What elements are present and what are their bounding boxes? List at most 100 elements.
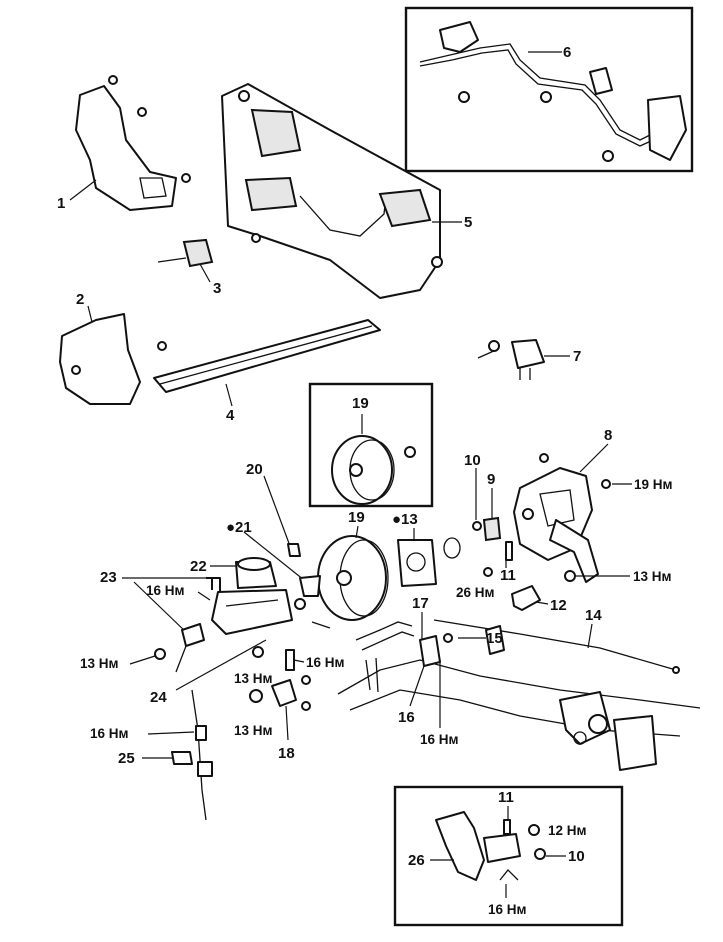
duct-outlet	[139, 177, 167, 199]
screw-icon	[181, 173, 191, 183]
nut-icon	[564, 570, 576, 582]
leader-23	[122, 577, 210, 635]
switch-body	[511, 339, 545, 369]
leader-t13-left	[129, 655, 156, 665]
bolt-icon	[540, 91, 552, 103]
leader-2	[87, 305, 93, 323]
rod-fitting	[195, 725, 207, 741]
hose-fitting	[499, 869, 519, 881]
leader-3	[199, 263, 211, 283]
booster-port	[349, 463, 363, 477]
booster-gasket	[397, 539, 437, 587]
leader-19-main	[355, 525, 359, 539]
inset-frame-bottom	[393, 785, 624, 927]
callout-15: 15	[486, 630, 503, 647]
callout-24: 24	[150, 689, 167, 706]
bolt-icon	[458, 91, 470, 103]
inset-frame-booster	[308, 382, 434, 508]
bracket-web	[539, 489, 575, 527]
cover-body	[59, 313, 141, 405]
callout-14: 14	[585, 607, 602, 624]
callout-22: 22	[190, 558, 207, 575]
nut-icon	[154, 648, 166, 660]
part-24-pushrod-end	[181, 623, 205, 647]
part-21-gasket	[299, 575, 321, 597]
leader-12	[535, 601, 549, 605]
cylinder-flange	[483, 833, 521, 863]
strip-body	[153, 319, 381, 393]
hose-clip	[206, 577, 221, 592]
callout-20: 20	[246, 461, 263, 478]
pivot-icon	[573, 731, 587, 745]
part-7-switch: 7	[477, 339, 581, 380]
callout-9: 9	[487, 471, 495, 488]
callout-3: 3	[213, 280, 221, 297]
connector-body	[182, 238, 214, 268]
nut-icon	[528, 824, 540, 836]
brake-pipe-outline	[419, 49, 663, 147]
inset-clutch-cylinder: 11 12 Нм 10 26 16 Нм	[393, 785, 624, 927]
torque-16-mc: 16 Нм	[146, 583, 185, 598]
panel-bracket	[378, 188, 432, 228]
chassis-edge	[337, 659, 701, 709]
inset-booster: 19	[308, 382, 434, 508]
gasket-hole	[406, 552, 426, 572]
part-18-bracket	[271, 679, 297, 707]
leader-14	[587, 623, 593, 649]
pedal-arm	[549, 519, 599, 583]
pushrod	[175, 645, 187, 673]
chassis-area: 15 17 16 16 Нм	[337, 595, 701, 771]
clutch-master-cylinder	[435, 811, 485, 881]
cylinder-seam	[225, 599, 279, 607]
nut-icon	[294, 598, 306, 610]
callout-19-inset: 19	[352, 395, 369, 412]
reservoir-block	[613, 715, 657, 771]
leader-8	[579, 443, 609, 473]
bolt-icon	[285, 649, 295, 671]
torque-13-mid-a: 13 Нм	[234, 671, 273, 686]
part-8-pedal-bracket: 8 19 Нм 13 Нм 9 10 11 26 Нм 12	[456, 427, 673, 614]
part-15-bracket	[485, 625, 505, 655]
torque-16-mid: 16 Нм	[306, 655, 345, 670]
pipe-bracket	[647, 95, 687, 161]
callout-10-inset: 10	[568, 848, 585, 865]
pin-icon	[503, 819, 511, 835]
callout-7: 7	[573, 348, 581, 365]
part-5-dash-panel: 5	[221, 83, 472, 299]
part-14-cable: 14	[433, 607, 680, 674]
leader-t16-mc	[197, 591, 211, 601]
part-25-clamp	[171, 751, 193, 765]
brake-hose-stub	[311, 621, 331, 629]
part-3-connector: 3	[157, 238, 221, 297]
clutch-rod	[191, 689, 207, 821]
callout-26: 26	[408, 852, 425, 869]
leader-16	[409, 665, 425, 707]
panel-bracket	[250, 108, 302, 158]
callout-11: 11	[500, 567, 516, 584]
nut-icon	[249, 689, 263, 703]
leader-24	[175, 639, 267, 691]
hose-stub	[365, 657, 379, 693]
connector-wire	[157, 257, 187, 263]
leader-1	[69, 179, 97, 201]
bolt-icon	[601, 479, 611, 489]
inset-brake-line: 6	[404, 6, 694, 173]
valve-icon	[404, 446, 416, 458]
callout-2: 2	[76, 291, 84, 308]
screw-icon	[157, 341, 167, 351]
callout-23: 23	[100, 569, 117, 586]
callout-1: 1	[57, 195, 65, 212]
pipe-clip	[589, 67, 613, 95]
bolt-icon	[483, 567, 493, 577]
screw-icon	[251, 233, 261, 243]
screw-icon	[108, 75, 118, 85]
callout-4: 4	[226, 407, 235, 424]
leader-4	[225, 383, 233, 407]
callout-10: 10	[464, 452, 481, 469]
o-ring	[443, 537, 461, 559]
brake-pipe	[419, 43, 661, 141]
switch-terminals	[519, 368, 531, 380]
bolt-icon	[602, 150, 614, 162]
leader-18	[285, 705, 289, 741]
callout-5: 5	[464, 214, 472, 231]
